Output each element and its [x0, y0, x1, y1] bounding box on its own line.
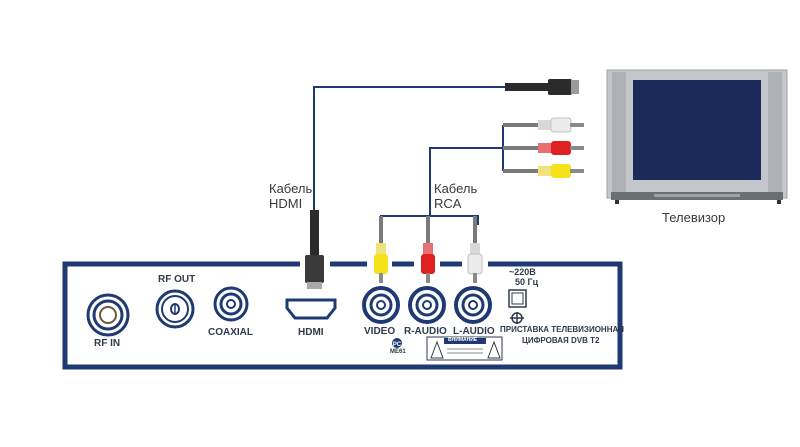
certification-mark-icon: РС — [392, 338, 402, 348]
tv-label: Телевизор — [662, 210, 726, 225]
hdmi-cable-label-line1: Кабель — [269, 181, 313, 196]
rca-plug-white-box — [467, 243, 483, 283]
r-audio-label: R-AUDIO — [404, 326, 447, 337]
video-port[interactable] — [362, 286, 400, 324]
power-voltage: ~220В — [509, 267, 536, 277]
hdmi-cable-tv-end — [505, 83, 550, 91]
receiver-back-panel: РС — [62, 261, 623, 370]
coaxial-label: COAXIAL — [208, 327, 253, 338]
r-audio-port[interactable] — [408, 286, 446, 324]
hdmi-cable — [305, 79, 579, 289]
warning-title: ВНИМАНИЕ — [448, 337, 478, 343]
rf-out-port[interactable] — [155, 289, 195, 329]
rf-in-port[interactable] — [86, 293, 130, 337]
cert-mark-label: МЕ61 — [390, 349, 406, 355]
rca-plug-red-box — [421, 243, 435, 283]
rf-out-label: RF OUT — [158, 274, 196, 285]
l-audio-port[interactable] — [454, 286, 492, 324]
power-connector-icon — [508, 289, 527, 308]
rca-cable-label-line2: RCA — [434, 196, 462, 211]
hdmi-label: HDMI — [298, 327, 324, 338]
rca-plug-yellow-box — [374, 243, 388, 283]
rf-in-label: RF IN — [94, 338, 121, 349]
hdmi-cable-label-line2: HDMI — [269, 196, 303, 211]
tv-screen — [633, 80, 761, 180]
rca-plug-red-tv — [538, 141, 584, 155]
product-name-line2: ЦИФРОВАЯ DVB T2 — [522, 336, 600, 345]
ground-symbol-icon — [510, 312, 524, 324]
hdmi-port[interactable] — [285, 298, 337, 320]
tv — [606, 69, 788, 204]
power-frequency: 50 Гц — [515, 277, 539, 287]
svg-text:РС: РС — [393, 342, 402, 348]
l-audio-label: L-AUDIO — [453, 326, 495, 337]
rca-cable-label-line1: Кабель — [434, 181, 478, 196]
hdmi-cable-box-end — [310, 210, 319, 260]
product-name-line1: ПРИСТАВКА ТЕЛЕВИЗИОННАЯ — [500, 325, 624, 334]
rca-cable-label: Кабель RCA — [434, 181, 477, 211]
coaxial-port[interactable] — [213, 286, 249, 322]
rca-plug-yellow-tv — [538, 164, 584, 178]
video-label: VIDEO — [364, 326, 396, 337]
hdmi-cable-label: Кабель HDMI — [269, 181, 312, 211]
warning-plate — [426, 336, 503, 361]
rca-cable — [374, 117, 584, 283]
rca-plug-white-tv — [538, 117, 584, 133]
